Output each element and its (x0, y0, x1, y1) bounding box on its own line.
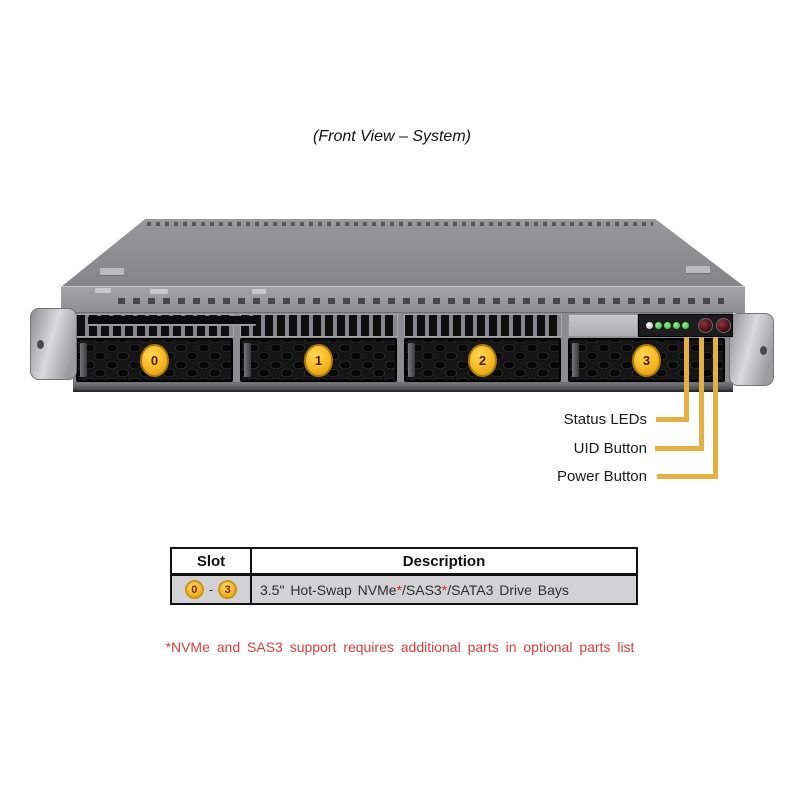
slot-number-badge: 0 (140, 343, 169, 377)
footnote: *NVMe and SAS3 support requires addition… (165, 639, 635, 655)
ear-hole (760, 346, 767, 355)
range-dash: - (208, 582, 214, 597)
description-text: 3.5" Hot-Swap NVMe*/SAS3*/SATA3 Drive Ba… (260, 581, 569, 598)
sas3-asterisk: * (441, 581, 448, 598)
figure-caption: (Front View – System) (313, 128, 471, 145)
status-led-icon (655, 322, 662, 329)
drive-bay-vents-2 (404, 314, 562, 337)
slot-number-badge: 2 (468, 343, 497, 377)
control-panel (638, 314, 733, 337)
front-tab (252, 289, 266, 294)
header-cell-description: Description (402, 552, 486, 570)
table-data-row: 0 - 3 3.5" Hot-Swap NVMe*/SAS3*/SATA3 Dr… (172, 576, 636, 603)
rack-ear-left (30, 308, 77, 380)
front-tab (150, 289, 168, 294)
drive-tray-2: 2 (404, 338, 561, 382)
description-cell: 3.5" Hot-Swap NVMe*/SAS3*/SATA3 Drive Ba… (252, 576, 636, 603)
header-cell-slot: Slot (172, 549, 252, 573)
callout-label-power-button: Power Button (556, 468, 647, 485)
tray-latch (408, 343, 415, 377)
slot-badge-end: 3 (218, 580, 238, 599)
slim-optical-drive-slot (88, 316, 256, 326)
lid-latch-right (686, 266, 710, 273)
callout-line-uid-button (655, 326, 704, 451)
drive-tray-3: 3 (568, 338, 725, 382)
power-button-icon (716, 318, 731, 333)
tray-latch (572, 343, 579, 377)
slot-badge-start: 0 (184, 580, 204, 599)
callout-label-uid-button: UID Button (573, 440, 647, 457)
callout-label-status-leds: Status LEDs (563, 411, 647, 428)
uid-button-icon (698, 318, 713, 333)
front-top-vents (118, 298, 724, 304)
drive-tray-1: 1 (240, 338, 397, 382)
front-tab (95, 288, 111, 293)
nvme-asterisk: * (396, 581, 403, 598)
table-header-row: Slot Description (172, 549, 636, 576)
lid-vent-row (147, 222, 653, 226)
slot-number-badge: 1 (304, 343, 333, 377)
drive-tray-0: 0 (76, 338, 233, 382)
status-led-icon (664, 322, 671, 329)
spec-table: Slot Description 0 - 3 3.5" Hot-Swap NVM… (170, 547, 638, 605)
callout-line-power-button (657, 326, 718, 479)
rack-ear-right (729, 313, 774, 386)
status-led-icon (682, 322, 689, 329)
tray-latch (80, 343, 87, 377)
info-led-icon (646, 322, 653, 329)
front-blank-plate (568, 314, 638, 337)
slot-number-badge: 3 (632, 343, 661, 377)
tray-latch (244, 343, 251, 377)
chassis-bottom-edge (73, 383, 733, 392)
drive-bay-vents-1 (240, 314, 398, 337)
lid-latch-left (100, 268, 124, 275)
callout-line-status-leds (656, 326, 689, 422)
chassis-lid (61, 219, 745, 287)
slot-range-cell: 0 - 3 (172, 576, 252, 603)
ear-hole (37, 340, 44, 349)
status-led-icon (673, 322, 680, 329)
